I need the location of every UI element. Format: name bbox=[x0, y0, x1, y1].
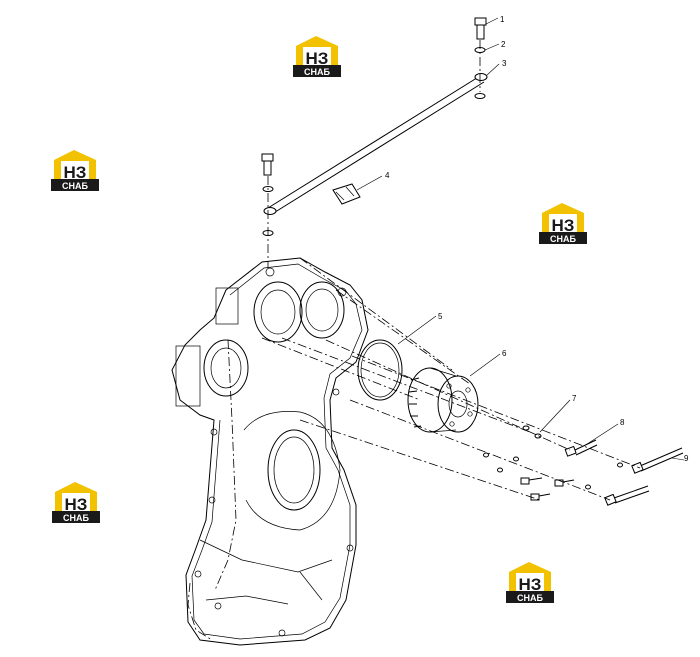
watermark-logo-1: НЗ СНАБ bbox=[293, 36, 341, 77]
watermark-letters: НЗ bbox=[306, 49, 329, 68]
watermark-word: СНАБ bbox=[62, 181, 88, 191]
watermark-logo-3: НЗ СНАБ bbox=[539, 203, 587, 244]
fasteners bbox=[483, 425, 684, 506]
watermark-letters: НЗ bbox=[64, 163, 87, 182]
callout-4: 4 bbox=[385, 171, 390, 180]
callout-9: 9 bbox=[684, 454, 689, 463]
callout-3: 3 bbox=[502, 59, 507, 68]
watermark-word: СНАБ bbox=[63, 513, 89, 523]
gear-cover-housing bbox=[171, 257, 369, 646]
callout-2: 2 bbox=[501, 40, 506, 49]
leader-lines bbox=[356, 17, 685, 461]
callout-6: 6 bbox=[502, 349, 507, 358]
watermark-logo-5: НЗ СНАБ bbox=[506, 562, 554, 603]
watermark-logo-2: НЗ СНАБ bbox=[51, 150, 99, 191]
callout-7: 7 bbox=[572, 394, 577, 403]
alignment-lines bbox=[261, 257, 641, 501]
callout-1: 1 bbox=[500, 15, 505, 24]
callout-8: 8 bbox=[620, 418, 625, 427]
watermark-word: СНАБ bbox=[517, 593, 543, 603]
watermark-letters: НЗ bbox=[519, 575, 542, 594]
watermark-logo-4: НЗ СНАБ bbox=[52, 482, 100, 523]
watermark-letters: НЗ bbox=[65, 495, 88, 514]
callout-5: 5 bbox=[438, 312, 443, 321]
watermark-word: СНАБ bbox=[550, 234, 576, 244]
watermark-word: СНАБ bbox=[304, 67, 330, 77]
gear-assembly bbox=[407, 367, 479, 433]
o-ring bbox=[357, 339, 403, 401]
oil-pipe-assembly bbox=[261, 17, 488, 268]
watermark-letters: НЗ bbox=[552, 216, 575, 235]
callout-labels: 1 2 3 4 5 6 7 8 9 bbox=[385, 15, 689, 463]
